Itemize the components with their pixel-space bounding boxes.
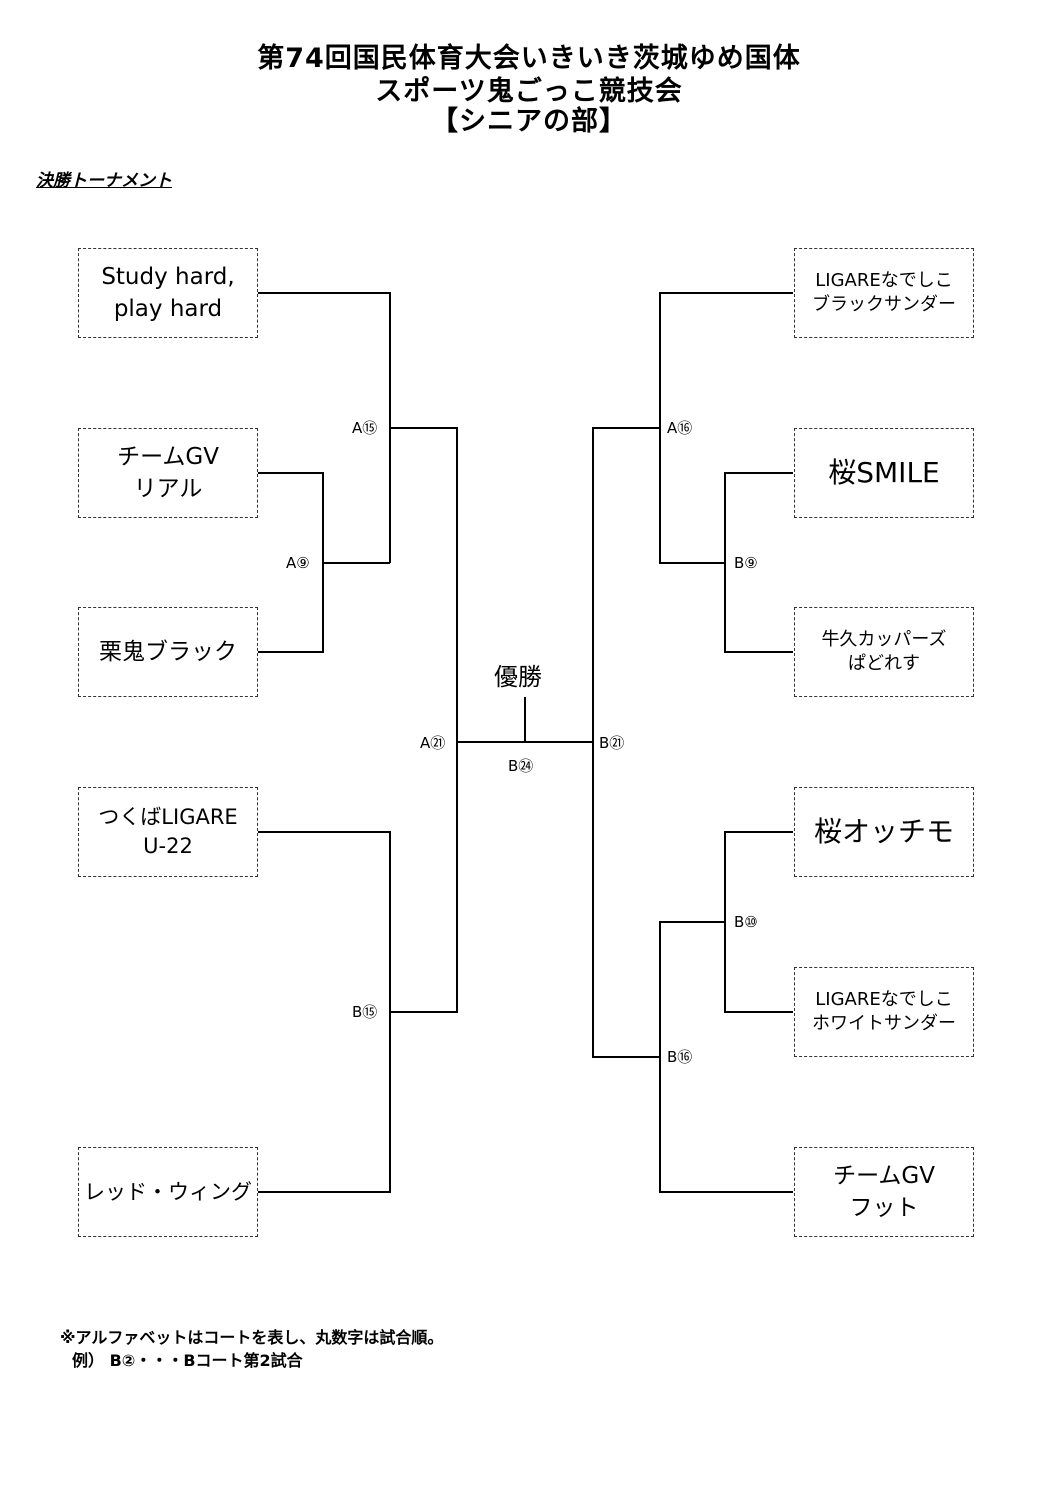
- team-box-left-3: 栗鬼ブラック: [78, 607, 258, 697]
- team-name-line1: Study hard,: [101, 264, 235, 290]
- section-heading: 決勝トーナメント: [36, 171, 172, 191]
- team-name-line2: フット: [849, 1195, 919, 1221]
- match-label-right-b9: B⑨: [734, 554, 758, 572]
- match-label-left-a15: A⑮: [352, 419, 378, 437]
- match-label-right-a16: A⑯: [667, 419, 693, 437]
- bracket-line-left-a15: [390, 427, 458, 1013]
- bracket-line-left-team4: [258, 831, 391, 1193]
- champion-label: 優勝: [494, 663, 542, 691]
- team-box-right-3: 牛久カッパーズ ぱどれす: [794, 607, 974, 697]
- bracket-line-left-team1: [258, 292, 391, 563]
- team-name-line2: U-22: [143, 834, 193, 858]
- team-box-left-1: Study hard, play hard: [78, 248, 258, 338]
- footnote-line-1: ※アルファベットはコートを表し、丸数字は試合順。: [60, 1328, 444, 1347]
- team-name-line1: 桜SMILE: [828, 456, 940, 489]
- title-line-1: 第74回国民体育大会いきいき茨城ゆめ国体: [257, 43, 801, 74]
- team-box-right-1: LIGAREなでしこ ブラックサンダー: [794, 248, 974, 338]
- bracket-line-right-b9: [724, 472, 793, 653]
- match-label-final-b24: B㉔: [508, 757, 534, 775]
- match-label-left-a9: A⑨: [286, 554, 310, 572]
- team-name-line2: ぱどれす: [847, 653, 920, 674]
- team-box-right-5: LIGAREなでしこ ホワイトサンダー: [794, 967, 974, 1057]
- bracket-line-right-a16: [592, 427, 660, 1058]
- team-name-line1: チームGV: [117, 444, 219, 470]
- team-name-line2: ホワイトサンダー: [812, 1013, 956, 1034]
- match-label-left-a21: A㉑: [420, 734, 446, 752]
- title-line-3: 【シニアの部】: [431, 106, 627, 137]
- team-name-line1: つくばLIGARE: [98, 805, 238, 829]
- bracket-line-right-b16: [659, 921, 793, 1193]
- team-name-line1: LIGAREなでしこ: [815, 989, 953, 1010]
- team-name-line2: ブラックサンダー: [812, 294, 956, 315]
- team-name-line1: 栗鬼ブラック: [99, 639, 237, 665]
- team-box-left-4: つくばLIGARE U-22: [78, 787, 258, 877]
- match-label-right-b10: B⑩: [734, 913, 758, 931]
- match-label-left-b15: B⑮: [352, 1003, 378, 1021]
- team-box-left-2: チームGV リアル: [78, 428, 258, 518]
- team-name-line1: 桜オッチモ: [813, 815, 954, 848]
- team-name-line1: チームGV: [833, 1163, 935, 1189]
- match-label-right-b21: B㉑: [599, 734, 625, 752]
- footnote-line-2: 例） B②・・・Bコート第2試合: [72, 1351, 303, 1370]
- team-name-line1: 牛久カッパーズ: [821, 629, 947, 650]
- team-box-right-2: 桜SMILE: [794, 428, 974, 518]
- team-box-left-5: レッド・ウィング: [78, 1147, 258, 1237]
- team-name-line2: play hard: [113, 296, 223, 322]
- team-name-line1: レッド・ウィング: [84, 1179, 252, 1204]
- team-box-right-4: 桜オッチモ: [794, 787, 974, 877]
- team-box-right-6: チームGV フット: [794, 1147, 974, 1237]
- team-name-line1: LIGAREなでしこ: [815, 270, 953, 291]
- match-label-right-b16: B⑯: [667, 1048, 693, 1066]
- team-name-line2: リアル: [133, 476, 203, 502]
- title-line-2: スポーツ鬼ごっこ競技会: [375, 76, 683, 107]
